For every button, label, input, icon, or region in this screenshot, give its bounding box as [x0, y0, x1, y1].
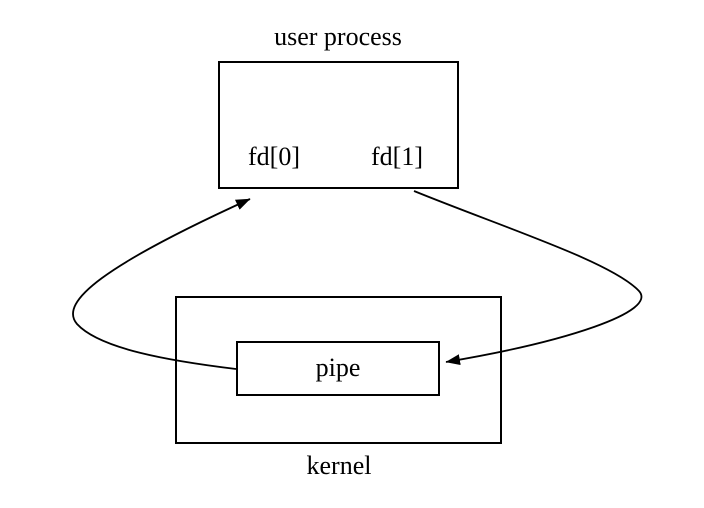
arrow-pipe-to-fd0	[72, 198, 251, 370]
pipe-label: pipe	[316, 353, 361, 382]
pipe-box	[236, 341, 440, 396]
user-process-label: user process	[274, 22, 402, 51]
user-process-box	[218, 61, 459, 189]
arrow-fd1-to-pipe	[413, 190, 643, 366]
kernel-label: kernel	[307, 451, 372, 480]
fd1-label: fd[1]	[371, 142, 423, 171]
kernel-box	[175, 296, 502, 444]
fd0-label: fd[0]	[248, 142, 300, 171]
